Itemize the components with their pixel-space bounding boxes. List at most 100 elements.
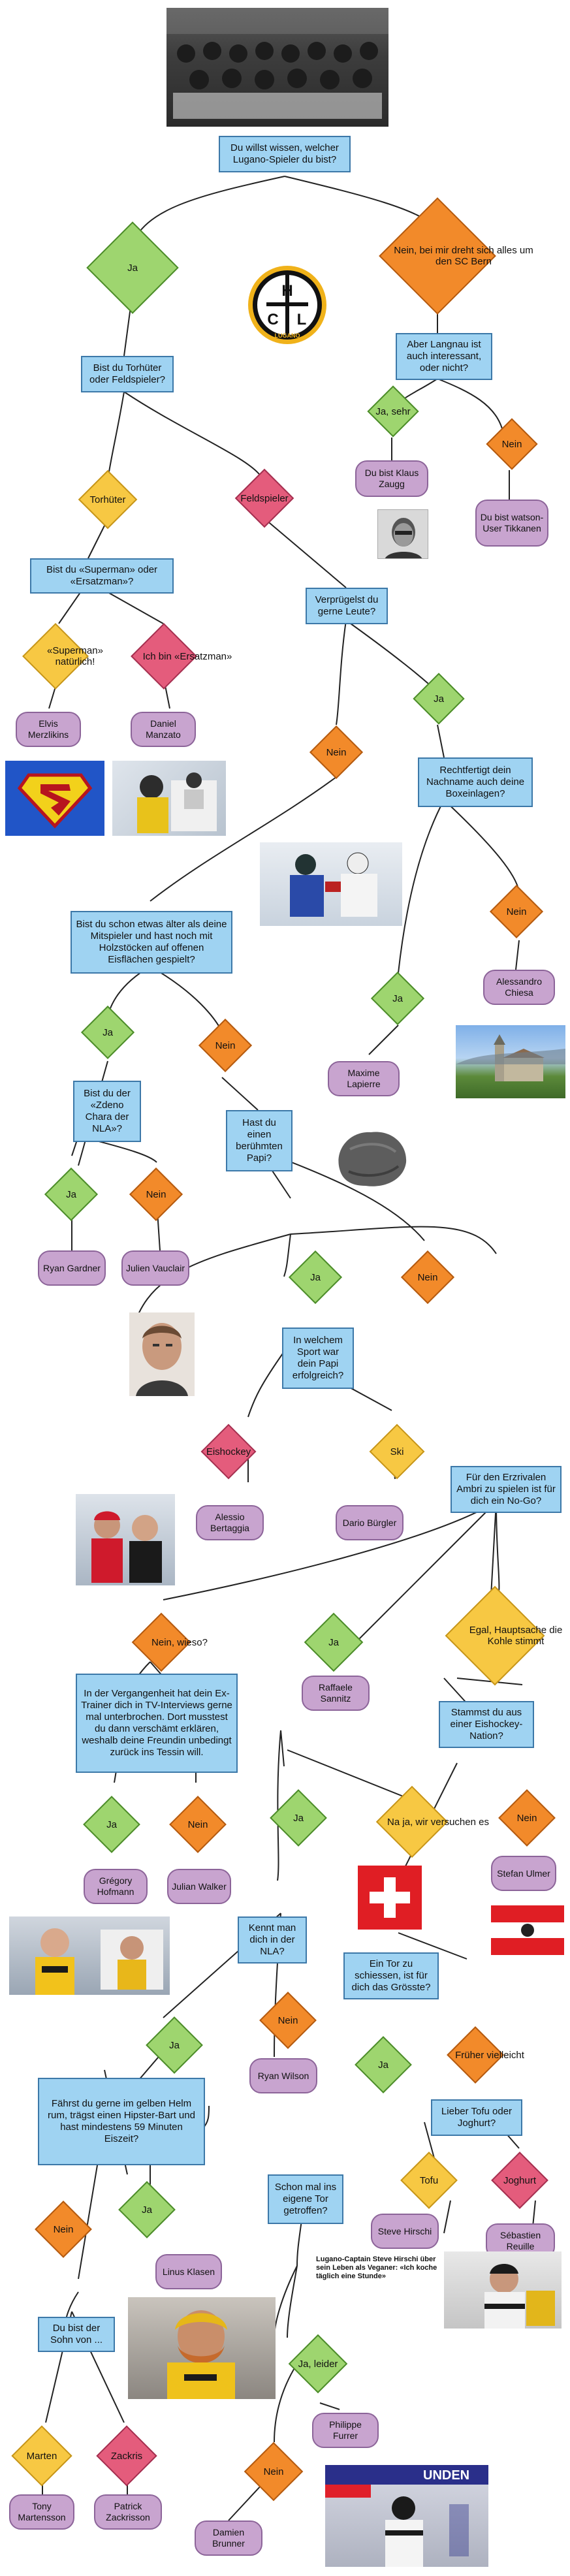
result-klasen: Linus Klasen: [155, 2254, 222, 2289]
result-chiesa: Alessandro Chiesa: [483, 970, 555, 1005]
answer-nein-extrainer[interactable]: Nein: [163, 1796, 232, 1853]
answer-tofu[interactable]: Tofu: [394, 2152, 464, 2209]
result-ulmer: Stefan Ulmer: [491, 1856, 556, 1891]
question-nla: Kennt man dich in der NLA?: [238, 1916, 307, 1964]
answer-sc-bern[interactable]: Nein, bei mir dreht sich alles um den SC…: [366, 197, 533, 315]
question-name: Rechtfertigt dein Nachname auch deine Bo…: [418, 757, 533, 807]
hofmann-photo: [9, 1916, 170, 1995]
answer-nein-nation[interactable]: Nein: [492, 1789, 562, 1847]
result-gardner: Ryan Gardner: [38, 1250, 106, 1286]
answer-nein-owngoal[interactable]: Nein: [239, 2441, 308, 2502]
hirschi-photo: [444, 2251, 562, 2329]
question-superman: Bist du «Superman» oder «Ersatzman»?: [30, 558, 174, 594]
church-photo: [456, 1025, 565, 1098]
answer-ja-name[interactable]: Ja: [363, 971, 432, 1026]
result-tikkanen: Du bist watson-User Tikkanen: [475, 500, 548, 547]
answer-nein-zdeno[interactable]: Nein: [121, 1167, 191, 1222]
hc-lugano-logo: H C L LUGANO: [247, 264, 328, 345]
result-brunner: Damien Brunner: [195, 2520, 262, 2556]
answer-ja-ambri[interactable]: Ja: [299, 1612, 368, 1672]
answer-zackris[interactable]: Zackris: [90, 2425, 163, 2487]
result-lapierre: Maxime Lapierre: [328, 1061, 400, 1096]
answer-nein-nla[interactable]: Nein: [253, 1992, 323, 2049]
question-sport: In welchem Sport war dein Papi erfolgrei…: [282, 1328, 354, 1389]
question-tofu: Lieber Tofu oder Joghurt?: [431, 2099, 522, 2136]
answer-ja-sehr[interactable]: Ja, sehr: [360, 385, 426, 437]
result-hirschi: Steve Hirschi: [371, 2214, 439, 2249]
result-walker: Julian Walker: [167, 1869, 231, 1904]
result-elvis: Elvis Merzlikins: [16, 712, 81, 747]
answer-ja-extrainer[interactable]: Ja: [77, 1796, 146, 1853]
result-sannitz: Raffaele Sannitz: [302, 1676, 370, 1711]
answer-ersatzman[interactable]: Ich bin «Ersatzman»: [115, 623, 232, 690]
result-hofmann: Grégory Hofmann: [84, 1869, 148, 1904]
answer-feldspieler[interactable]: Feldspieler: [222, 468, 307, 528]
question-son: Du bist der Sohn von ...: [38, 2317, 115, 2352]
answer-egal[interactable]: Egal, Hauptsache die Kohle stimmt: [436, 1585, 562, 1686]
result-vauclair: Julien Vauclair: [121, 1250, 189, 1286]
result-bertaggia: Alessio Bertaggia: [196, 1505, 264, 1540]
answer-na-ja[interactable]: Na ja, wir versuchen es: [358, 1785, 489, 1858]
fight-photo: [260, 842, 402, 926]
answer-ja-start[interactable]: Ja: [84, 221, 182, 314]
answer-torhueter[interactable]: Torhüter: [72, 469, 144, 530]
superman-logo: [5, 761, 104, 836]
answer-ja-older[interactable]: Ja: [73, 1005, 142, 1060]
result-zaugg: Du bist Klaus Zaugg: [355, 460, 428, 497]
answer-ja-nla[interactable]: Ja: [140, 2016, 209, 2074]
logo-letter-c: C: [267, 311, 278, 328]
goalie-photo: [112, 761, 226, 836]
banner-text: UNDEN: [423, 2468, 469, 2483]
gardner-portrait: [129, 1312, 195, 1396]
answer-nein-older[interactable]: Nein: [191, 1018, 260, 1073]
answer-marten[interactable]: Marten: [5, 2425, 78, 2487]
answer-joghurt[interactable]: Joghurt: [482, 2152, 558, 2209]
answer-ja-nation[interactable]: Ja: [264, 1789, 333, 1847]
team-photo: [166, 8, 388, 127]
question-older: Bist du schon etwas älter als deine Mits…: [71, 911, 232, 974]
question-goal: Ein Tor zu schiessen, ist für dich das G…: [343, 1952, 439, 1999]
klasen-photo: [128, 2297, 276, 2399]
answer-ja-zdeno[interactable]: Ja: [37, 1167, 106, 1222]
question-goalie: Bist du Torhüter oder Feldspieler?: [81, 356, 174, 392]
stone-photo: [330, 1123, 413, 1192]
austria-flag: [491, 1905, 564, 1955]
question-extrainer: In der Vergangenheit hat dein Ex-Trainer…: [76, 1674, 238, 1773]
logo-word: LUGANO: [275, 332, 300, 339]
question-langnau: Aber Langnau ist auch interessant, oder …: [396, 333, 492, 380]
question-nation: Stammst du aus einer Eishockey-Nation?: [439, 1701, 534, 1748]
answer-nein-langnau[interactable]: Nein: [479, 418, 545, 470]
answer-nein-name[interactable]: Nein: [482, 884, 551, 939]
answer-nein-wieso[interactable]: Nein, wieso?: [119, 1612, 208, 1672]
question-ambri: Für den Erzrivalen Ambri zu spielen ist …: [451, 1466, 562, 1513]
result-zackrisson: Patrick Zackrisson: [94, 2494, 162, 2530]
result-wilson: Ryan Wilson: [249, 2058, 317, 2093]
answer-superman[interactable]: «Superman» natürlich!: [7, 623, 104, 690]
question-zdeno: Bist du der «Zdeno Chara der NLA»?: [73, 1081, 141, 1142]
zaugg-portrait: [377, 509, 428, 559]
answer-ja-papi[interactable]: Ja: [281, 1250, 350, 1305]
answer-eishockey[interactable]: Eishockey: [189, 1423, 268, 1480]
answer-ja-fight[interactable]: Ja: [406, 673, 471, 725]
result-martensson: Tony Martensson: [9, 2494, 74, 2530]
answer-nein-helmet[interactable]: Nein: [29, 2201, 98, 2258]
answer-frueher[interactable]: Früher vielleicht: [435, 2026, 524, 2084]
brunner-photo: UNDEN: [325, 2465, 488, 2567]
answer-ski[interactable]: Ski: [363, 1423, 431, 1480]
question-start: Du willst wissen, welcher Lugano-Spieler…: [219, 136, 351, 172]
answer-nein-papi[interactable]: Nein: [393, 1250, 462, 1305]
logo-letter-l: L: [297, 311, 307, 328]
answer-ja-leider[interactable]: Ja, leider: [277, 2334, 359, 2394]
answer-nein-fight[interactable]: Nein: [302, 725, 371, 780]
question-helmet: Fährst du gerne im gelben Helm rum, träg…: [38, 2078, 205, 2165]
answer-ja-goal[interactable]: Ja: [349, 2036, 418, 2093]
question-owngoal: Schon mal ins eigene Tor getroffen?: [268, 2174, 343, 2224]
result-furrer: Philippe Furrer: [312, 2413, 379, 2448]
answer-ja-helmet[interactable]: Ja: [112, 2181, 182, 2238]
swiss-flag: [358, 1866, 422, 1930]
family-photo: [76, 1494, 175, 1585]
hirschi-caption: Lugano-Captain Steve Hirschi über sein L…: [316, 2255, 437, 2280]
result-manzato: Daniel Manzato: [131, 712, 196, 747]
question-papi: Hast du einen berühmten Papi?: [226, 1110, 293, 1171]
logo-letter-h: H: [281, 282, 293, 300]
